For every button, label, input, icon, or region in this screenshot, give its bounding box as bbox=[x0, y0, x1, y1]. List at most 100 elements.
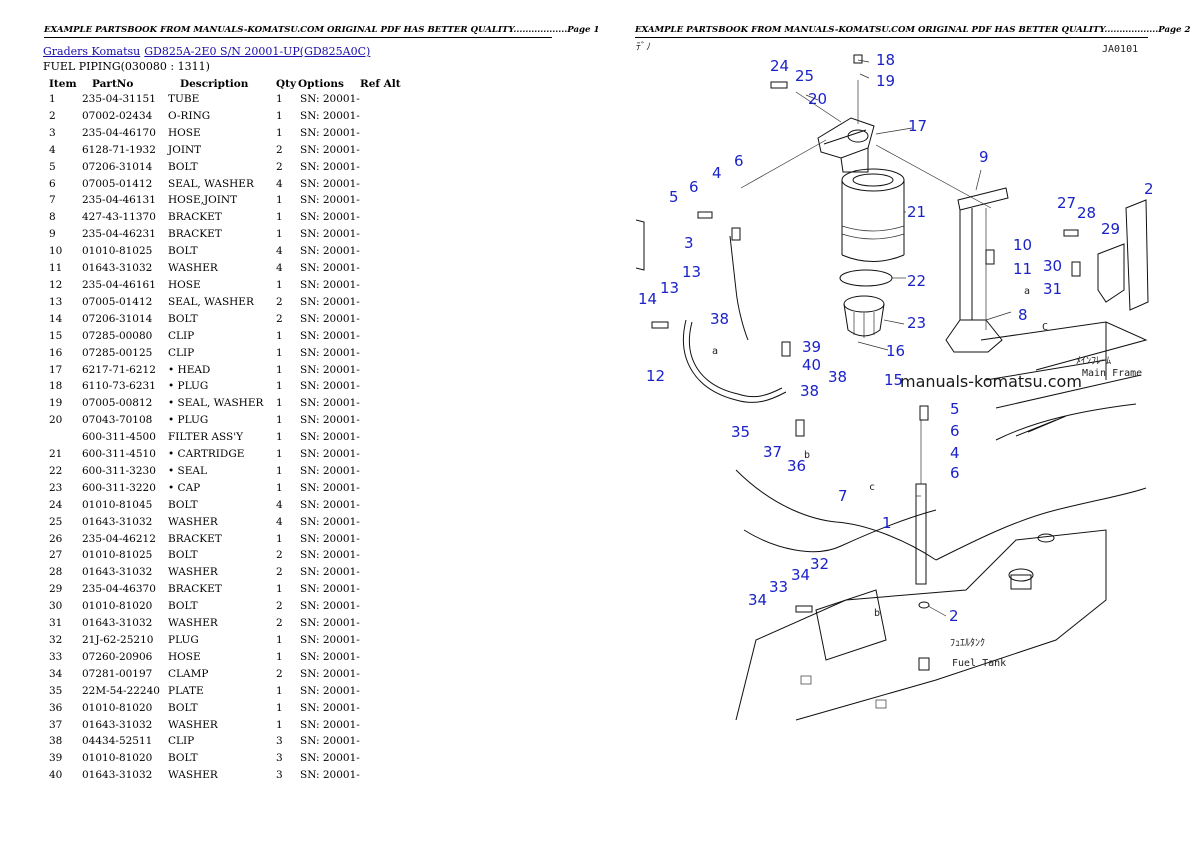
cell-partno: 600-311-4510 bbox=[82, 448, 156, 461]
cell-options: SN: 20001- bbox=[300, 329, 360, 342]
cell-partno: 07206-31014 bbox=[82, 312, 153, 325]
bracket-post bbox=[945, 187, 1009, 353]
cell-options: SN: 20001- bbox=[300, 634, 360, 646]
cell-partno: 07206-31014 bbox=[82, 160, 153, 173]
cell-options: SN: 20001- bbox=[300, 498, 360, 511]
callout-35: 35 bbox=[731, 423, 750, 441]
cell-qty: 4 bbox=[276, 498, 283, 511]
cell-item: 38 bbox=[49, 735, 63, 748]
cell-description: CLIP bbox=[168, 329, 195, 342]
cell-item: 14 bbox=[49, 312, 63, 325]
cell-partno: 07005-01412 bbox=[82, 177, 153, 190]
letter-C: C bbox=[1042, 322, 1048, 333]
cell-ref-alt bbox=[360, 345, 410, 362]
cell-ref-alt bbox=[360, 209, 410, 226]
cell-options: SN: 20001- bbox=[300, 464, 360, 477]
cell-description: BOLT bbox=[168, 160, 198, 173]
cell-options: SN: 20001- bbox=[300, 532, 360, 545]
page-2: EXAMPLE PARTSBOOK FROM MANUALS-KOMATSU.C… bbox=[595, 0, 1190, 842]
cell-description: WASHER bbox=[168, 515, 218, 528]
table-header-row: Item PartNo Description Qty Options Ref … bbox=[43, 78, 410, 91]
cell-partno: 22M-54-22240 bbox=[82, 684, 160, 697]
cell-item: 6 bbox=[49, 177, 56, 190]
cell-qty: 1 bbox=[276, 380, 283, 393]
col-header-options: Options bbox=[298, 78, 344, 90]
col-header-description: Description bbox=[180, 78, 249, 90]
callout-34a: 34 bbox=[791, 566, 810, 584]
letter-b-2: b bbox=[874, 608, 880, 619]
callout-21: 21 bbox=[907, 203, 926, 221]
breadcrumb-link-graders[interactable]: Graders Komatsu bbox=[43, 45, 141, 58]
cell-qty: 1 bbox=[276, 532, 283, 545]
cell-ref-alt bbox=[360, 581, 410, 598]
cell-description: WASHER bbox=[168, 566, 218, 579]
cell-item: 15 bbox=[49, 329, 63, 342]
cell-item: 9 bbox=[49, 228, 56, 241]
cell-partno: 6217-71-6212 bbox=[82, 363, 156, 376]
cell-description: CLIP bbox=[168, 735, 195, 748]
cell-ref-alt bbox=[360, 328, 410, 345]
cell-options: SN: 20001- bbox=[300, 160, 360, 173]
cell-options: SN: 20001- bbox=[300, 583, 360, 596]
breadcrumb-link-model[interactable]: GD825A-2E0 S/N 20001-UP(GD825A0C) bbox=[144, 45, 371, 58]
tube-1 bbox=[915, 420, 930, 671]
main-frame-jp: ﾒｲﾝﾌﾚｰﾑ bbox=[1076, 356, 1111, 367]
cell-options: SN: 20001- bbox=[300, 684, 360, 697]
callout-18: 18 bbox=[876, 51, 895, 69]
callout-12: 12 bbox=[646, 367, 665, 385]
cell-description: PLUG bbox=[168, 634, 199, 646]
callout-6a: 6 bbox=[734, 152, 744, 170]
cell-partno: 01010-81020 bbox=[82, 752, 153, 765]
page-header: EXAMPLE PARTSBOOK FROM MANUALS-KOMATSU.C… bbox=[44, 25, 599, 38]
cell-qty: 1 bbox=[276, 363, 283, 376]
section-title: FUEL PIPING(030080 : 1311) bbox=[43, 60, 210, 73]
hose-3 bbox=[729, 235, 749, 341]
main-frame bbox=[980, 321, 1148, 409]
drawing-id: JA0101 bbox=[1102, 44, 1138, 55]
cell-description: BRACKET bbox=[168, 228, 222, 241]
cell-options: SN: 20001- bbox=[300, 650, 360, 663]
cell-item: 39 bbox=[49, 752, 63, 765]
cell-qty: 1 bbox=[276, 448, 283, 461]
cell-ref-alt bbox=[360, 159, 410, 176]
letter-c: c bbox=[869, 482, 875, 493]
cell-options: SN: 20001- bbox=[300, 346, 360, 359]
cell-qty: 1 bbox=[276, 109, 283, 122]
cell-item: 3 bbox=[49, 126, 56, 139]
cell-qty: 1 bbox=[276, 431, 283, 444]
callout-6b: 6 bbox=[689, 178, 699, 196]
cell-ref-alt bbox=[360, 700, 410, 717]
cell-ref-alt bbox=[360, 176, 410, 193]
cell-item: 21 bbox=[49, 448, 63, 461]
cell-ref-alt bbox=[360, 91, 410, 108]
cell-item: 40 bbox=[49, 769, 63, 782]
cell-ref-alt bbox=[360, 733, 410, 750]
cell-description: WASHER bbox=[168, 617, 218, 630]
cell-ref-alt bbox=[360, 750, 410, 767]
cell-ref-alt bbox=[360, 767, 410, 784]
cell-options: SN: 20001- bbox=[300, 312, 360, 325]
cell-options: SN: 20001- bbox=[300, 617, 360, 630]
cell-partno: 427-43-11370 bbox=[82, 211, 156, 224]
cell-ref-alt bbox=[360, 125, 410, 142]
cell-ref-alt bbox=[360, 412, 410, 429]
cell-description: CLIP bbox=[168, 346, 195, 359]
cell-item: 36 bbox=[49, 701, 63, 714]
cell-description: SEAL, WASHER bbox=[168, 295, 254, 308]
cell-partno: 07005-01412 bbox=[82, 295, 153, 308]
cell-description: HOSE bbox=[168, 126, 201, 139]
cell-options: SN: 20001- bbox=[300, 448, 360, 461]
callout-partial: 2 bbox=[1144, 180, 1154, 198]
cell-qty: 1 bbox=[276, 634, 283, 646]
cell-qty: 2 bbox=[276, 143, 283, 156]
